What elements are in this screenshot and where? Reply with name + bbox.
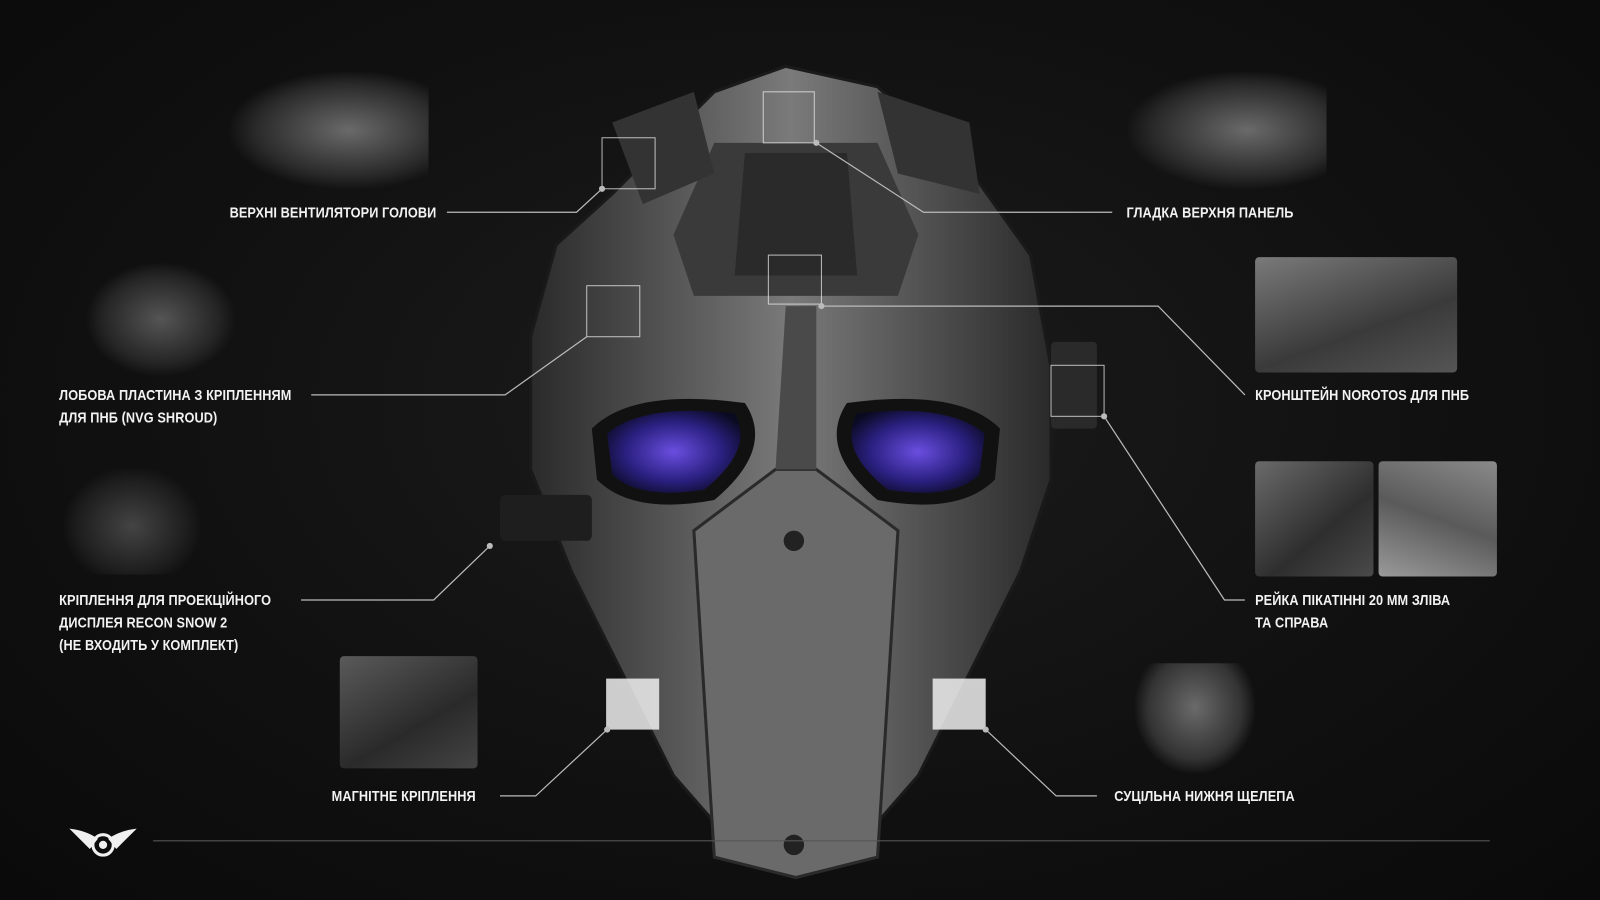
label-line: ДИСПЛЕЯ RECON SNOW 2 (59, 615, 228, 632)
label-text: СУЦІЛЬНА НИЖНЯ ЩЕЛЕПА (1114, 788, 1295, 806)
label-text: КРОНШТЕЙН NOROTOS ДЛЯ ПНБ (1255, 387, 1470, 405)
label-line: РЕЙКА ПІКАТІННІ 20 ММ ЗЛІВА (1255, 592, 1451, 610)
label-line: ТА СПРАВА (1255, 615, 1329, 632)
label-picatinny: РЕЙКА ПІКАТІННІ 20 ММ ЗЛІВА ТА СПРАВА (1255, 590, 1450, 635)
label-line: КРІПЛЕННЯ ДЛЯ ПРОЕКЦІЙНОГО (59, 592, 272, 610)
label-top-fans: ВЕРХНІ ВЕНТИЛЯТОРИ ГОЛОВИ (230, 202, 437, 224)
focus-brackets (586, 91, 1105, 417)
label-recon: КРІПЛЕННЯ ДЛЯ ПРОЕКЦІЙНОГО ДИСПЛЕЯ RECON… (59, 590, 271, 657)
label-magnetic: МАГНІТНЕ КРІПЛЕННЯ (331, 786, 475, 808)
picatinny-thumbnail-left (1255, 461, 1374, 577)
label-shroud: ЛОБОВА ПЛАСТИНА З КРІПЛЕННЯМ ДЛЯ ПНБ (NV… (59, 385, 291, 430)
leader-lines (153, 142, 1490, 842)
label-jaw: СУЦІЛЬНА НИЖНЯ ЩЕЛЕПА (1114, 786, 1295, 808)
magnetic-mount-marker-right (932, 678, 986, 730)
label-text: ВЕРХНІ ВЕНТИЛЯТОРИ ГОЛОВИ (229, 205, 437, 222)
top-panel-thumbnail (1127, 71, 1327, 189)
label-line: ДЛЯ ПНБ (NVG SHROUD) (59, 410, 218, 427)
jaw-thumbnail (1134, 663, 1256, 774)
recon-thumbnail (63, 467, 202, 575)
top-fans-thumbnail (229, 71, 429, 189)
helmet (499, 64, 1097, 880)
label-line: (НЕ ВХОДИТЬ У КОМПЛЕКТ) (59, 637, 239, 655)
shroud-thumbnail (86, 263, 235, 376)
magnetic-mount-marker-left (606, 678, 660, 730)
magnetic-thumbnail (339, 656, 478, 769)
label-top-panel: ГЛАДКА ВЕРХНЯ ПАНЕЛЬ (1127, 202, 1294, 224)
label-text: ГЛАДКА ВЕРХНЯ ПАНЕЛЬ (1126, 205, 1294, 222)
label-text: МАГНІТНЕ КРІПЛЕННЯ (331, 788, 476, 806)
label-norotos: КРОНШТЕЙН NOROTOS ДЛЯ ПНБ (1255, 385, 1469, 407)
label-line: ЛОБОВА ПЛАСТИНА З КРІПЛЕННЯМ (59, 387, 292, 405)
brand-logo (69, 828, 137, 857)
norotos-thumbnail (1255, 257, 1458, 373)
picatinny-thumbnail-right (1378, 461, 1497, 577)
